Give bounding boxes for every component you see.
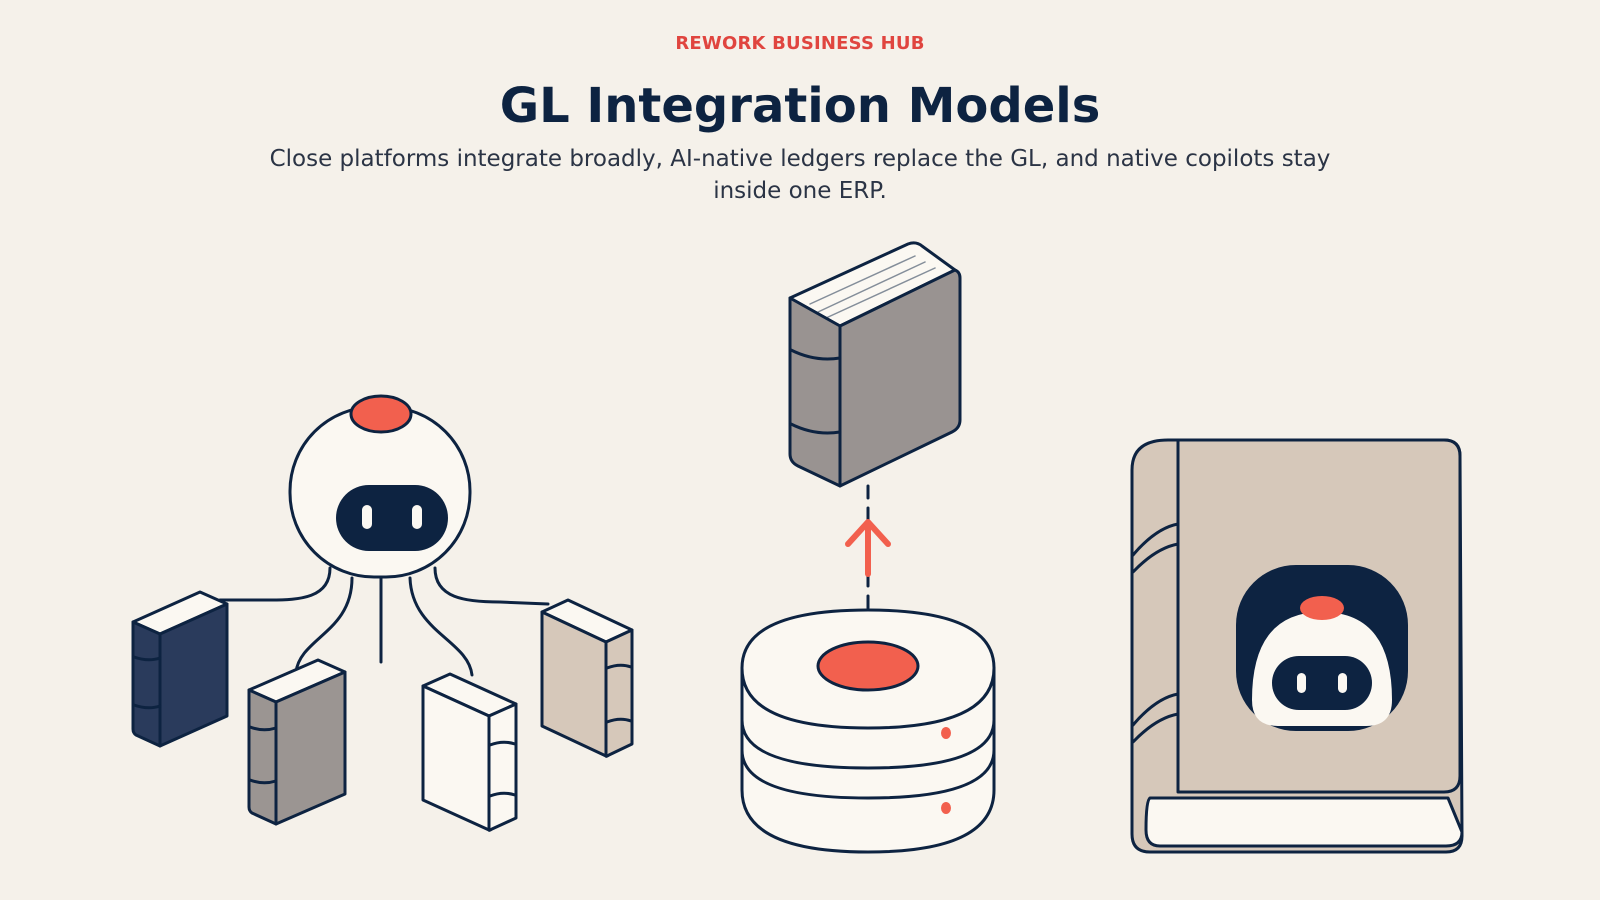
robot-icon [288,394,472,579]
broad-integration-illustration [131,394,634,832]
eyebrow-label: REWORK BUSINESS HUB [675,33,925,54]
integration-models-illustration: .o { stroke:#0d2341; stroke-width:3; str… [131,241,1464,854]
ledger-book-icon [788,241,962,488]
ledger-book-icon [421,672,518,832]
ledger-book-icon [247,658,347,826]
ledger-book-icon [540,598,634,758]
ledger-book-icon [131,590,229,748]
robot-icon [1236,565,1408,731]
connection-wires [218,566,550,677]
page-title: GL Integration Models [499,78,1101,134]
native-copilot-illustration [1130,438,1464,854]
ai-native-ledger-illustration [740,241,996,854]
page-subtitle: Close platforms integrate broadly, AI-na… [269,146,1331,204]
database-icon [740,608,996,854]
arrow-up-icon [845,519,891,577]
